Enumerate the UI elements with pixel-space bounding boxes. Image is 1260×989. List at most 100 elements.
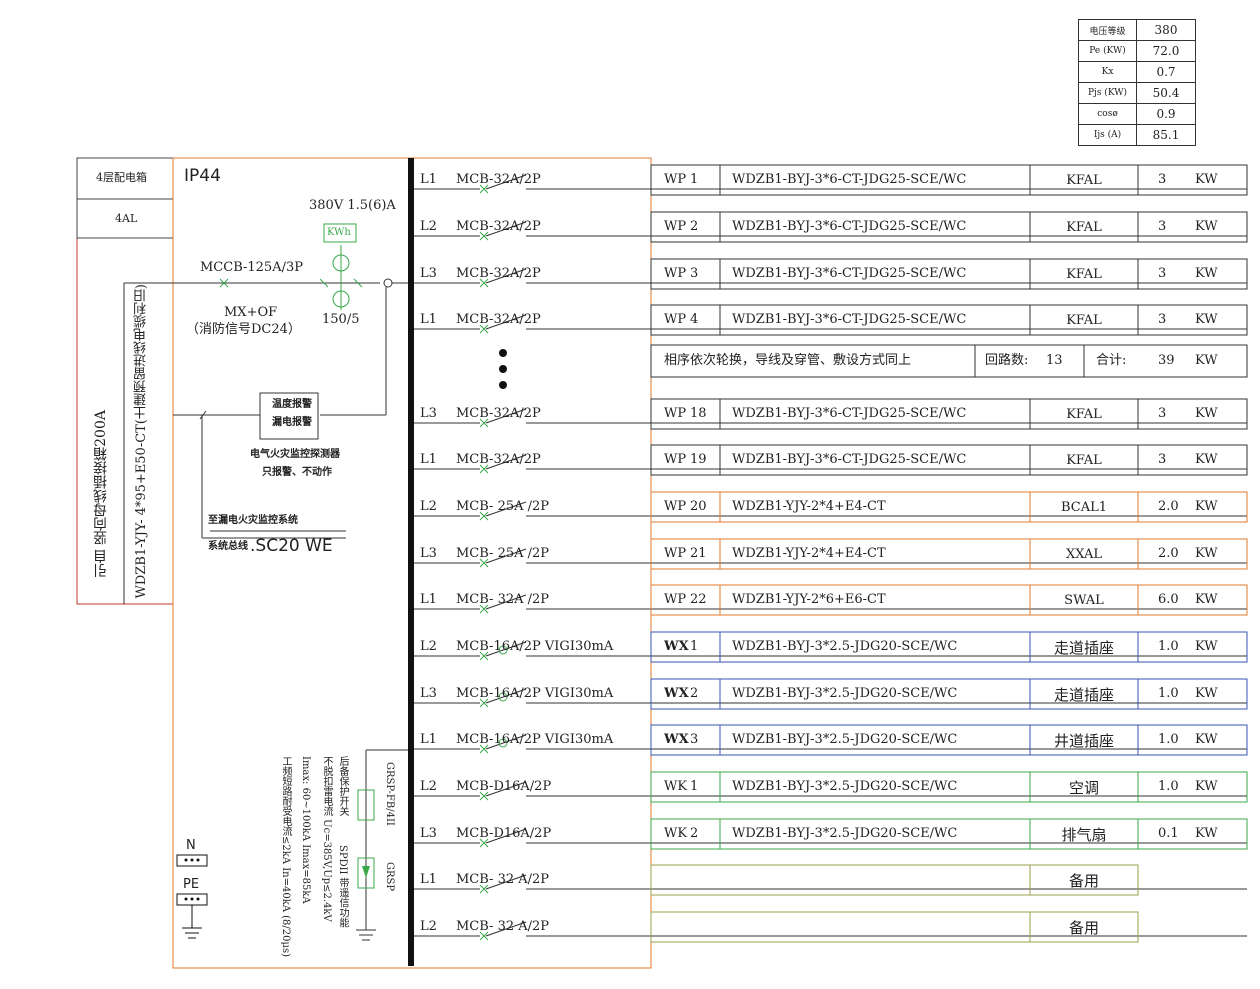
- circuit-power: 3: [1158, 406, 1167, 421]
- circuit-breaker: MCB-D16A/2P: [456, 826, 552, 841]
- ip-rating: IP44: [184, 166, 221, 186]
- circuit-code: WP: [664, 499, 687, 514]
- circuit-code: WX: [664, 686, 689, 701]
- meter-unit: KWh: [327, 227, 351, 238]
- circuit-phase: L1: [420, 172, 437, 187]
- spd-device: [357, 857, 375, 889]
- circuit-phase: L1: [420, 592, 437, 607]
- circuit-phase: L1: [420, 312, 437, 327]
- circuit-unit: KW: [1195, 639, 1218, 654]
- circuit-load: BCAL1: [1060, 499, 1108, 515]
- alarm-box: [259, 392, 319, 440]
- spd-desc-4: Imax: 60~100kA Imax=85kA: [300, 756, 311, 904]
- kwh-meter: [323, 223, 357, 243]
- circuit-load: 走道插座: [1053, 638, 1114, 657]
- circuit-load: KFAL: [1066, 452, 1102, 468]
- panel-name: 4层配电箱: [96, 171, 147, 184]
- circuit-code: WX: [664, 639, 689, 654]
- circuit-number: 2: [690, 826, 699, 841]
- circuit-number: 1: [690, 172, 699, 187]
- circuit-number: 2: [690, 219, 699, 234]
- circuit-cable: WDZB1-BYJ-3*6-CT-JDG25-SCE/WC: [732, 406, 967, 421]
- circuit-code: WK: [664, 826, 688, 841]
- circuit-phase: L3: [420, 546, 437, 561]
- circuit-code: WP: [664, 219, 687, 234]
- total-value: 39: [1158, 353, 1175, 368]
- circuit-row-box: [650, 491, 1248, 523]
- circuit-phase: L2: [420, 639, 437, 654]
- busbar: [408, 158, 414, 966]
- circuit-unit: KW: [1195, 219, 1218, 234]
- spd-backup-switch: [357, 789, 375, 821]
- circuit-unit: KW: [1195, 172, 1218, 187]
- incoming-cable-text: WDZB1-YJY- 4*95+E50-CT(土建预留进线电缆利旧): [134, 284, 149, 599]
- circuit-code: WP: [664, 312, 687, 327]
- circuit-code: WP: [664, 592, 687, 607]
- panel-code: 4AL: [115, 212, 138, 225]
- circuit-row-box: [650, 631, 1248, 663]
- circuit-power: 0.1: [1158, 826, 1179, 841]
- circuit-load: 排气扇: [1061, 825, 1107, 844]
- circuit-number: 20: [690, 499, 707, 514]
- source-text: 引自 竖向母线插接箱200A: [93, 410, 109, 578]
- circuit-row-box: [650, 864, 1139, 896]
- circuit-row-box: [650, 164, 1248, 196]
- circuit-row-box: [650, 258, 1248, 290]
- circuit-cable: WDZB1-BYJ-3*2.5-JDG20-SCE/WC: [732, 779, 958, 794]
- circuit-breaker: MCB-32A/2P: [456, 406, 541, 421]
- circuit-row-box: [650, 818, 1248, 850]
- detector-label: 电气火灾监控探测器: [250, 449, 340, 460]
- circuit-breaker: MCB-32A/2P: [456, 266, 541, 281]
- circuit-cable: WDZB1-BYJ-3*2.5-JDG20-SCE/WC: [732, 639, 958, 654]
- spd-type: GRSP: [384, 862, 395, 892]
- main-breaker: MCCB-125A/3P: [200, 260, 303, 275]
- circuit-power: 1.0: [1158, 639, 1179, 654]
- circuit-unit: KW: [1195, 732, 1218, 747]
- circuit-load: XXAL: [1065, 546, 1103, 562]
- circuit-load: 备用: [1068, 918, 1099, 937]
- bus-spec: .SC20 WE: [250, 536, 333, 556]
- circuit-code: WP: [664, 406, 687, 421]
- circuit-power: 1.0: [1158, 686, 1179, 701]
- circuit-row-box: [650, 398, 1248, 430]
- circuit-breaker: MCB-D16A/2P: [456, 779, 552, 794]
- param-row: Pe (KW)72.0: [1078, 40, 1196, 62]
- circuit-cable: WDZB1-BYJ-3*6-CT-JDG25-SCE/WC: [732, 266, 967, 281]
- param-row: Pjs (KW)50.4: [1078, 82, 1196, 104]
- circuit-breaker: MCB- 25A /2P: [456, 499, 550, 514]
- circuit-row-box: [650, 911, 1139, 943]
- circuit-power: 1.0: [1158, 779, 1179, 794]
- summary-text: 相序依次轮换，导线及穿管、敷设方式同上: [664, 353, 912, 368]
- circuit-count-label: 回路数:: [985, 353, 1029, 368]
- spd-model: GRSP-FB/4II: [384, 762, 395, 826]
- circuit-breaker: MCB-16A/2P VIGI30mA: [456, 686, 614, 701]
- circuit-breaker: MCB-32A/2P: [456, 219, 541, 234]
- detector-note: 只报警、不动作: [262, 467, 332, 478]
- spd-desc-2: 不脱扣雷电流 Uc=385V,Up≤2.4kV: [321, 756, 332, 922]
- monitor-system: 至漏电火灾监控系统: [208, 515, 298, 526]
- circuit-cable: WDZB1-YJY-2*4+E4-CT: [732, 546, 886, 561]
- circuit-phase: L1: [420, 452, 437, 467]
- circuit-code: WP: [664, 266, 687, 281]
- circuit-unit: KW: [1195, 312, 1218, 327]
- circuit-load: SWAL: [1064, 592, 1104, 608]
- circuit-unit: KW: [1195, 592, 1218, 607]
- circuit-power: 3: [1158, 312, 1167, 327]
- param-value: 0.9: [1136, 103, 1196, 125]
- circuit-unit: KW: [1195, 499, 1218, 514]
- circuit-phase: L1: [420, 872, 437, 887]
- circuit-breaker: MCB-32A/2P: [456, 312, 541, 327]
- circuit-number: 2: [690, 686, 699, 701]
- circuit-phase: L3: [420, 686, 437, 701]
- circuit-row-box: [650, 304, 1248, 336]
- circuit-power: 3: [1158, 266, 1167, 281]
- circuit-breaker: MCB-16A/2P VIGI30mA: [456, 732, 614, 747]
- circuit-breaker: MCB- 25A /2P: [456, 546, 550, 561]
- spd-desc-1: 后备保护开关: [337, 756, 348, 816]
- circuit-unit: KW: [1195, 266, 1218, 281]
- circuit-cable: WDZB1-BYJ-3*6-CT-JDG25-SCE/WC: [732, 172, 967, 187]
- circuit-number: 3: [690, 732, 699, 747]
- circuit-cable: WDZB1-BYJ-3*2.5-JDG20-SCE/WC: [732, 686, 958, 701]
